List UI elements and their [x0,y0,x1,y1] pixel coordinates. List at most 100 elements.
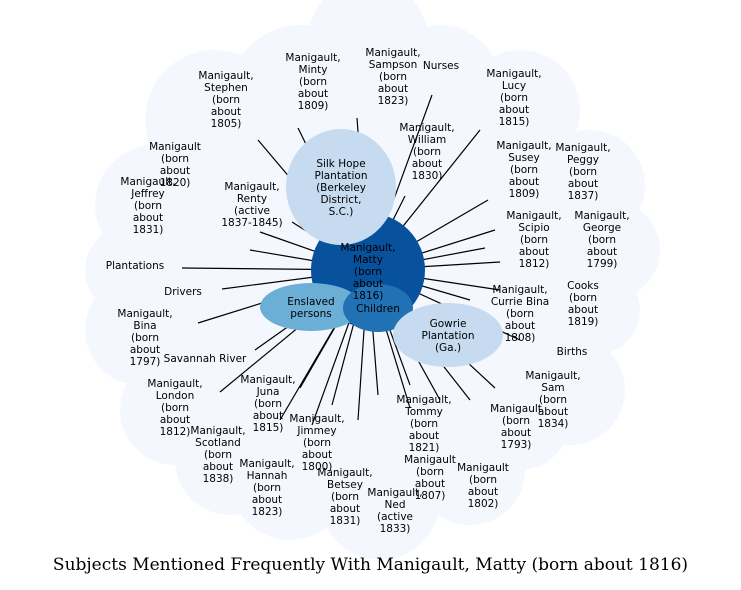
hub-shape [260,283,362,331]
leaf-label-line: about [412,158,442,170]
leaf-label-line: 1820) [160,177,191,189]
leaf-label-line: Peggy [567,154,599,166]
leaf-label-line: Jeffrey [130,188,165,200]
leaf-label-line: about [160,165,190,177]
hub-label-line: Children [356,303,400,315]
leaf-label-line: Sam [541,382,564,394]
leaf-label-line: Manigault, [525,370,580,382]
leaf-label-line: Manigault, [492,284,547,296]
leaf-label-line: about [505,320,535,332]
hub-node-children[interactable]: Children [343,284,413,332]
hub-label-line: Silk Hope [316,158,365,170]
leaf-label-line: Manigault, [147,378,202,390]
leaf-label-line: Currie Bina [491,296,549,308]
leaf-label-line: George [583,222,621,234]
leaf-label-line: about [160,414,190,426]
leaf-label-line: about [330,503,360,515]
leaf-label-line: (born [212,94,240,106]
center-label-line: Manigault, [340,242,395,254]
leaf-label-line: 1802) [468,498,499,510]
leaf-label-line: about [130,344,160,356]
leaf-node-n14[interactable]: Drivers [164,286,202,298]
leaf-label-line: 1830) [412,170,443,182]
leaf-label-line: (born [469,474,497,486]
hub-label-line: (Berkeley [316,182,366,194]
leaf-label-line: 1823) [378,95,409,107]
leaf-label-line: (born [500,92,528,104]
leaf-node-n18[interactable]: Births [557,346,588,358]
leaf-label-line: about [302,449,332,461]
leaf-label-line: Manigault, [285,52,340,64]
leaf-label-line: Manigault, [240,374,295,386]
leaf-label-line: Manigault, [117,308,172,320]
leaf-label-line: Juna [256,386,280,398]
leaf-label-line: 1807) [415,490,446,502]
leaf-label-line: (born [161,402,189,414]
leaf-label-line: 1797) [130,356,161,368]
hub-label-line: Plantation [314,170,367,182]
leaf-label-line: Manigault, [486,68,541,80]
leaf-label-line: Hannah [247,470,288,482]
leaf-label-line: about [409,430,439,442]
leaf-node-n19[interactable]: Savannah River [164,353,247,365]
leaf-label-line: about [501,427,531,439]
leaf-label-line: 1812) [519,258,550,270]
hub-node-silk-hope[interactable]: Silk HopePlantation(BerkeleyDistrict,S.C… [286,129,396,245]
leaf-label-line: 1809) [509,188,540,200]
leaf-label-line: 1808) [505,332,536,344]
leaf-label-line: Manigault, [317,467,372,479]
leaf-label-line: (born [413,146,441,158]
leaf-node-n4[interactable]: Nurses [423,60,459,72]
leaf-label-line: (active [377,511,413,523]
leaf-label-line: (born [331,491,359,503]
leaf-label-line: Jimmey [296,425,336,437]
leaf-label-line: Manigault [457,462,509,474]
leaf-label-line: 1805) [211,118,242,130]
leaf-label-line: (born [520,234,548,246]
leaf-label-line: 1819) [568,316,599,328]
diagram-title: Subjects Mentioned Frequently With Manig… [52,555,689,575]
leaf-label-line: Cooks [567,280,599,292]
leaf-label-line: 1837-1845) [221,217,282,229]
leaf-label-line: (born [253,482,281,494]
leaf-label-line: about [211,106,241,118]
leaf-label-line: Savannah River [164,353,247,365]
leaf-label-line: 1809) [298,100,329,112]
leaf-label-line: Susey [508,152,539,164]
leaf-label-line: about [568,178,598,190]
leaf-node-n13[interactable]: Plantations [106,260,164,272]
leaf-label-line: Manigault, [396,394,451,406]
leaf-label-line: (born [161,153,189,165]
leaf-label-line: Manigault, [399,122,454,134]
center-label-line: (born [354,266,382,278]
